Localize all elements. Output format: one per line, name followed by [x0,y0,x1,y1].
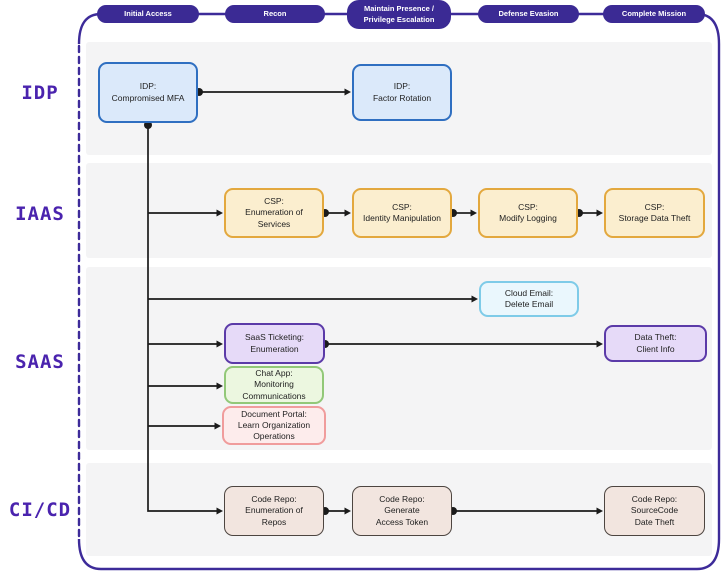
node-csp-modify-logging: CSP: Modify Logging [478,188,578,238]
node-label: CSP: Modify Logging [499,201,557,223]
node-code-repo-enumeration-of-repos: Code Repo: Enumeration of Repos [224,486,324,536]
phase-pill-defense-evasion: Defense Evasion [478,5,579,23]
node-label: CSP: Identity Manipulation [363,201,441,223]
phase-pill-recon: Recon [225,5,325,23]
node-label: Chat App: Monitoring Communications [242,368,306,401]
phase-pill-maintain-presence: Maintain Presence / Privilege Escalation [347,0,451,29]
node-chat-app-monitoring-communications: Chat App: Monitoring Communications [224,366,324,404]
node-label: IDP: Factor Rotation [372,81,432,103]
lane-label-cicd: CI/CD [8,499,72,521]
node-label: CSP: Enumeration of Services [245,196,303,229]
diagram-frame [77,12,721,571]
node-idp-compromised-mfa: IDP: Compromised MFA [98,62,198,123]
node-idp-factor-rotation: IDP: Factor Rotation [352,64,452,121]
node-cloud-email-delete-email: Cloud Email: Delete Email [479,281,579,317]
node-label: Cloud Email: Delete Email [504,287,554,309]
lane-label-saas: SAAS [15,351,65,373]
node-label: Code Repo: SourceCode Date Theft [630,494,679,527]
node-label: Code Repo: Enumeration of Repos [245,494,303,527]
node-document-portal-learn-organization: Document Portal: Learn Organization Oper… [222,406,326,445]
node-code-repo-generate-access-token: Code Repo: Generate Access Token [352,486,452,536]
node-label: Data Theft: Client Info [634,332,677,354]
phase-pill-complete-mission: Complete Mission [603,5,705,23]
lane-label-idp: IDP [21,82,59,104]
node-code-repo-sourcecode-date-theft: Code Repo: SourceCode Date Theft [604,486,705,536]
phase-pill-initial-access: Initial Access [97,5,199,23]
node-label: SaaS Ticketing: Enumeration [244,332,305,354]
lane-label-iaas: IAAS [15,203,65,225]
edge-trunk-to-code-repo [147,125,223,515]
node-label: IDP: Compromised MFA [111,81,185,103]
node-label: Document Portal: Learn Organization Oper… [237,408,311,442]
node-csp-enumeration-of-services: CSP: Enumeration of Services [224,188,324,238]
node-data-theft-client-info: Data Theft: Client Info [604,325,707,362]
node-csp-identity-manipulation: CSP: Identity Manipulation [352,188,452,238]
connector-dot [144,121,152,129]
node-csp-storage-data-theft: CSP: Storage Data Theft [604,188,705,238]
node-label: CSP: Storage Data Theft [618,201,691,223]
node-label: Code Repo: Generate Access Token [375,494,429,527]
node-saas-ticketing-enumeration: SaaS Ticketing: Enumeration [224,323,325,364]
